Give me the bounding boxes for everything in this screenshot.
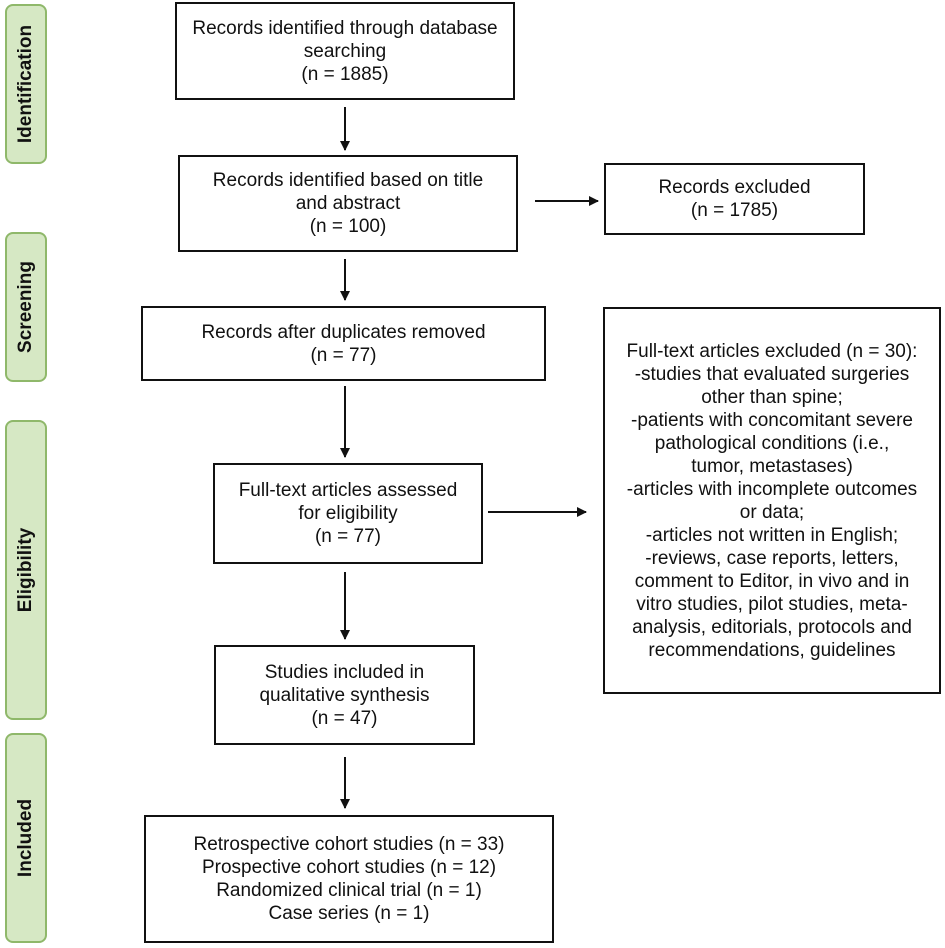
box-fulltext-excluded-line: -articles with incomplete outcomes bbox=[626, 478, 918, 500]
box-fulltext-excluded-line: comment to Editor, in vivo and in bbox=[634, 570, 910, 592]
box-duplicates-removed-line: (n = 77) bbox=[310, 344, 377, 366]
box-included-studies-line: Case series (n = 1) bbox=[268, 903, 430, 924]
box-fulltext-excluded-line: or data; bbox=[739, 501, 805, 523]
box-fulltext-excluded-line: -articles not written in English; bbox=[645, 524, 899, 546]
box-fulltext-assessed: Full-text articles assessed for eligibil… bbox=[213, 463, 483, 564]
box-title-abstract-line: Records identified based on title bbox=[212, 170, 484, 191]
phase-identification: Identification bbox=[5, 4, 47, 164]
box-included-studies: Retrospective cohort studies (n = 33) Pr… bbox=[144, 815, 554, 943]
box-qualitative-synthesis: Studies included in qualitative synthesi… bbox=[214, 645, 475, 745]
box-records-identified: Records identified through database sear… bbox=[175, 2, 515, 100]
box-records-excluded: Records excluded (n = 1785) bbox=[604, 163, 865, 235]
box-fulltext-excluded-line: analysis, editorials, protocols and bbox=[632, 616, 912, 638]
box-fulltext-excluded-line: recommendations, guidelines bbox=[648, 639, 896, 661]
box-fulltext-excluded-line: pathological conditions (i.e., bbox=[654, 432, 890, 454]
box-fulltext-excluded-line: Full-text articles excluded (n = 30): bbox=[626, 340, 918, 362]
box-fulltext-excluded-line: -patients with concomitant severe bbox=[631, 409, 913, 431]
box-records-excluded-line: Records excluded bbox=[658, 177, 811, 198]
phase-included: Included bbox=[5, 733, 47, 943]
box-fulltext-excluded-line: vitro studies, pilot studies, meta- bbox=[636, 593, 908, 615]
box-records-identified-line: (n = 1885) bbox=[301, 63, 389, 85]
box-fulltext-excluded-line: -studies that evaluated surgeries bbox=[634, 363, 910, 385]
box-records-excluded-line: (n = 1785) bbox=[690, 200, 779, 221]
box-title-abstract: Records identified based on title and ab… bbox=[178, 155, 518, 252]
box-qualitative-synthesis-line: Studies included in bbox=[264, 661, 425, 683]
box-included-studies-line: Randomized clinical trial (n = 1) bbox=[216, 880, 482, 901]
phase-screening: Screening bbox=[5, 232, 47, 382]
box-fulltext-assessed-line: (n = 77) bbox=[314, 526, 381, 547]
box-fulltext-excluded: Full-text articles excluded (n = 30): -s… bbox=[603, 307, 941, 694]
box-title-abstract-line: (n = 100) bbox=[309, 216, 387, 237]
box-included-studies-line: Prospective cohort studies (n = 12) bbox=[201, 857, 497, 878]
box-records-identified-line: Records identified through database bbox=[192, 17, 498, 39]
box-qualitative-synthesis-line: qualitative synthesis bbox=[259, 684, 430, 706]
box-fulltext-excluded-line: -reviews, case reports, letters, bbox=[645, 547, 899, 569]
box-included-studies-line: Retrospective cohort studies (n = 33) bbox=[193, 834, 505, 855]
phase-eligibility: Eligibility bbox=[5, 420, 47, 720]
box-duplicates-removed: Records after duplicates removed (n = 77… bbox=[141, 306, 546, 381]
box-fulltext-assessed-line: Full-text articles assessed bbox=[238, 480, 458, 501]
box-fulltext-excluded-line: tumor, metastases) bbox=[691, 455, 853, 477]
box-fulltext-excluded-line: other than spine; bbox=[701, 386, 843, 408]
box-qualitative-synthesis-line: (n = 47) bbox=[311, 707, 378, 729]
box-records-identified-line: searching bbox=[303, 40, 387, 62]
box-duplicates-removed-line: Records after duplicates removed bbox=[201, 321, 486, 343]
box-title-abstract-line: and abstract bbox=[295, 193, 401, 214]
box-fulltext-assessed-line: for eligibility bbox=[298, 503, 398, 524]
